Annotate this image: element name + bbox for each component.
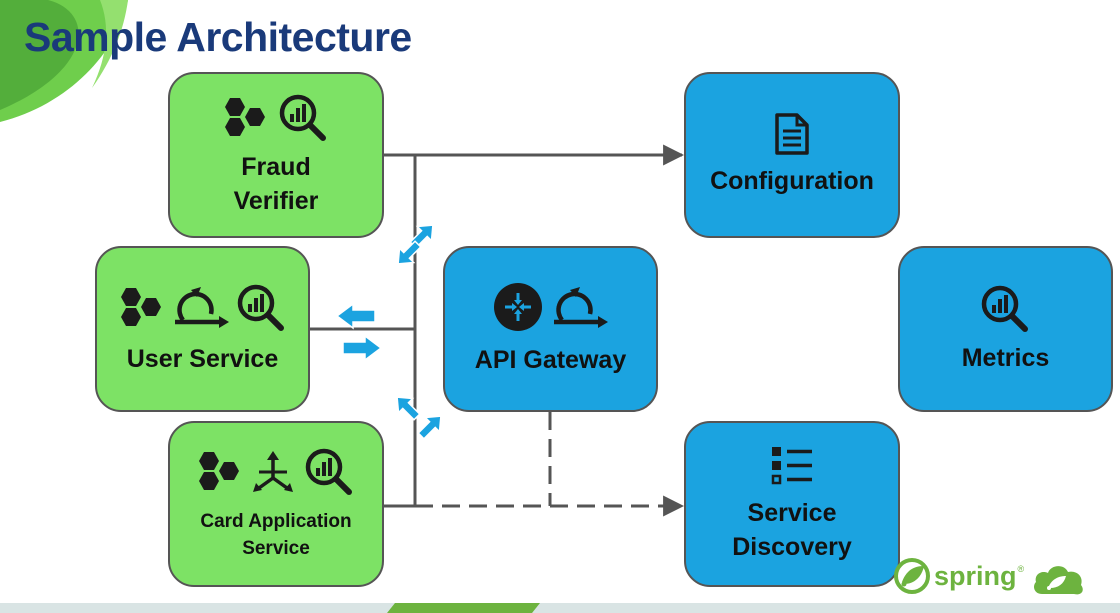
magnifier-chart-icon	[981, 285, 1028, 332]
service-discovery-label-line1: Service	[747, 499, 837, 527]
configuration-label: Configuration	[710, 167, 874, 195]
circular-arrow-icon	[553, 287, 608, 328]
spring-leaf-icon	[894, 558, 930, 594]
fraud-verifier-label-line2: Verifier	[233, 187, 319, 215]
service-discovery-icons	[769, 444, 815, 488]
card-application-label: Card Application Service	[200, 508, 351, 562]
spring-logo: spring ®	[893, 558, 1024, 594]
user-service-icons	[117, 282, 289, 332]
api-gateway-icons	[492, 281, 610, 333]
circular-arrow-icon	[174, 287, 229, 328]
spring-trademark: ®	[1017, 564, 1025, 574]
hexagon-cluster-icon	[225, 98, 265, 136]
router-icon	[493, 283, 542, 331]
fraud-verifier-node: Fraud Verifier	[168, 72, 384, 238]
spring-wordmark: spring	[934, 560, 1017, 591]
card-application-label-line1: Card Application	[200, 511, 352, 532]
list-icon	[771, 447, 812, 485]
metrics-icons	[979, 283, 1033, 333]
spring-cloud-icon	[1034, 566, 1083, 595]
magnifier-chart-icon	[305, 448, 352, 495]
hexagon-cluster-icon	[120, 288, 161, 326]
api-gateway-label: API Gateway	[474, 346, 627, 374]
user-service-node: User Service	[95, 246, 310, 412]
metrics-node: Metrics	[898, 246, 1113, 412]
page-title: Sample Architecture	[24, 14, 412, 60]
service-discovery-label: Service Discovery	[732, 496, 852, 564]
service-discovery-label-line2: Discovery	[732, 533, 852, 561]
hexagon-cluster-icon	[199, 452, 239, 490]
flow-arrows-middle	[335, 302, 383, 362]
fraud-verifier-label-line1: Fraud	[241, 153, 311, 181]
document-icon	[775, 113, 809, 155]
fraud-verifier-label: Fraud Verifier	[234, 150, 319, 218]
service-discovery-node: Service Discovery	[684, 421, 900, 587]
configuration-icons	[774, 112, 810, 156]
metrics-label: Metrics	[961, 344, 1050, 372]
branching-arrows-icon	[253, 451, 293, 492]
bottom-band	[0, 603, 1120, 613]
fraud-verifier-icons	[221, 92, 331, 142]
flow-arrows-lower	[396, 396, 442, 440]
user-service-label: User Service	[126, 345, 279, 373]
corner-decoration	[0, 0, 128, 122]
magnifier-chart-icon	[279, 94, 326, 141]
card-application-icons	[195, 446, 357, 496]
card-application-label-line2: Service	[242, 538, 310, 559]
flow-arrows-upper	[397, 224, 434, 265]
api-gateway-node: API Gateway	[443, 246, 658, 412]
magnifier-chart-icon	[237, 284, 284, 331]
card-application-node: Card Application Service	[168, 421, 384, 587]
configuration-node: Configuration	[684, 72, 900, 238]
